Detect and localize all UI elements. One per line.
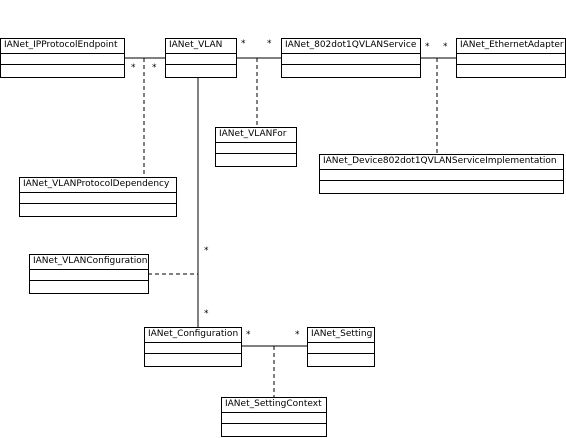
operations-compartment <box>30 281 148 291</box>
class-name: IANet_Configuration <box>145 328 241 343</box>
attributes-compartment <box>308 343 374 354</box>
class-ip-protocol-endpoint: IANet_IPProtocolEndpoint <box>0 38 125 78</box>
multiplicity-label: * <box>295 330 300 340</box>
operations-compartment <box>20 204 176 214</box>
operations-compartment <box>308 354 374 364</box>
class-name: IANet_Device802dot1QVLANServiceImplement… <box>320 155 563 170</box>
attributes-compartment <box>145 343 241 354</box>
attributes-compartment <box>20 193 176 204</box>
operations-compartment <box>1 65 124 75</box>
class-vlan-for: IANet_VLANFor <box>215 127 297 167</box>
multiplicity-label: * <box>425 42 430 52</box>
attributes-compartment <box>457 54 565 65</box>
class-name: IANet_IPProtocolEndpoint <box>1 39 124 54</box>
operations-compartment <box>222 424 326 434</box>
class-name: IANet_VLANConfiguration <box>30 255 148 270</box>
operations-compartment <box>457 65 565 75</box>
multiplicity-label: * <box>204 246 209 256</box>
multiplicity-label: * <box>204 309 209 319</box>
multiplicity-label: * <box>152 63 157 73</box>
class-setting: IANet_Setting <box>307 327 375 367</box>
operations-compartment <box>282 65 420 75</box>
operations-compartment <box>166 65 236 75</box>
multiplicity-label: * <box>267 39 272 49</box>
class-device-vlan-service-implementation: IANet_Device802dot1QVLANServiceImplement… <box>319 154 564 194</box>
attributes-compartment <box>1 54 124 65</box>
class-name: IANet_VLAN <box>166 39 236 54</box>
class-ethernet-adapter: IANet_EthernetAdapter <box>456 38 566 78</box>
attributes-compartment <box>216 143 296 154</box>
class-vlan-protocol-dependency: IANet_VLANProtocolDependency <box>19 177 177 217</box>
attributes-compartment <box>30 270 148 281</box>
attributes-compartment <box>222 413 326 424</box>
class-configuration: IANet_Configuration <box>144 327 242 367</box>
multiplicity-label: * <box>131 63 136 73</box>
operations-compartment <box>216 154 296 164</box>
class-setting-context: IANet_SettingContext <box>221 397 327 437</box>
class-name: IANet_Setting <box>308 328 374 343</box>
class-vlan: IANet_VLAN <box>165 38 237 78</box>
attributes-compartment <box>166 54 236 65</box>
multiplicity-label: * <box>246 330 251 340</box>
class-name: IANet_SettingContext <box>222 398 326 413</box>
multiplicity-label: * <box>443 42 448 52</box>
class-vlan-configuration: IANet_VLANConfiguration <box>29 254 149 294</box>
class-vlan-service: IANet_802dot1QVLANService <box>281 38 421 78</box>
attributes-compartment <box>320 170 563 181</box>
class-name: IANet_802dot1QVLANService <box>282 39 420 54</box>
class-name: IANet_EthernetAdapter <box>457 39 565 54</box>
multiplicity-label: * <box>241 39 246 49</box>
operations-compartment <box>145 354 241 364</box>
attributes-compartment <box>282 54 420 65</box>
class-name: IANet_VLANProtocolDependency <box>20 178 176 193</box>
class-name: IANet_VLANFor <box>216 128 296 143</box>
operations-compartment <box>320 181 563 191</box>
